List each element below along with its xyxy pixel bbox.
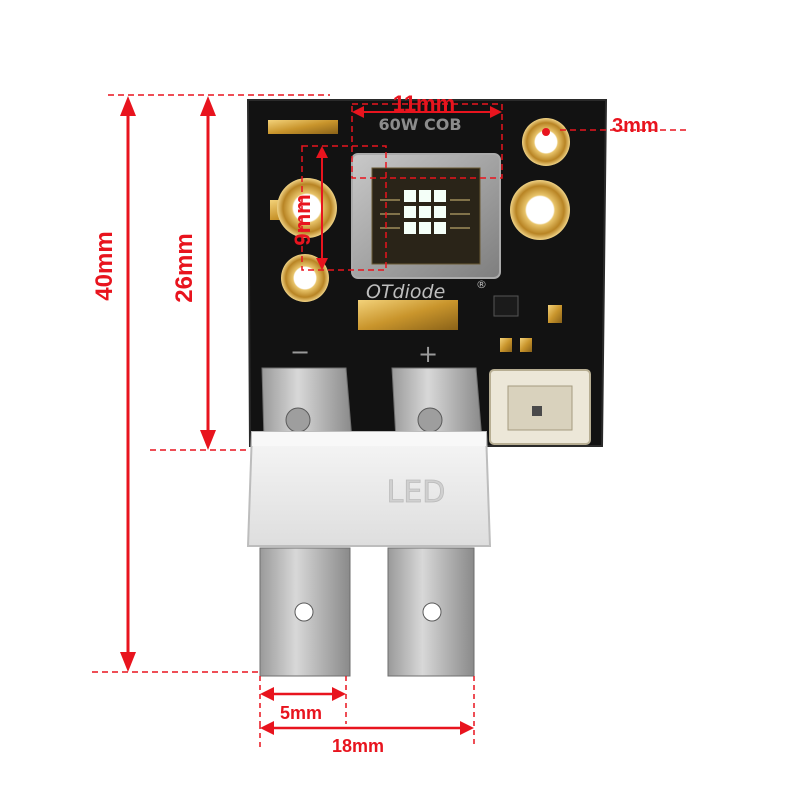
dim-label-18mm: 18mm — [332, 736, 384, 756]
spade-tab-left — [259, 547, 351, 677]
dim-label-3mm: 3mm — [612, 115, 659, 137]
gold-pad — [358, 300, 458, 330]
mounting-hole-center — [294, 267, 316, 289]
minus-polarity-mark: − — [290, 338, 310, 366]
spade-tab-right — [387, 547, 475, 677]
mounting-hole-center — [527, 197, 553, 223]
gold-pad — [268, 120, 338, 134]
dim-label-9mm: 9mm — [290, 194, 315, 245]
two-pin-connector — [489, 369, 591, 445]
registered-mark: ® — [476, 278, 487, 291]
plus-polarity-mark: + — [418, 340, 438, 368]
white-connector-block: LED — [246, 431, 492, 547]
led-emitter — [419, 206, 431, 218]
dim-label-26mm: 26mm — [171, 233, 198, 302]
gold-pad — [520, 338, 532, 352]
led-emitter — [419, 222, 431, 234]
cob-led — [351, 153, 501, 279]
dimension-annotations — [92, 94, 688, 748]
terminal-right-top — [391, 367, 483, 441]
chip-silk-label: 60W COB — [378, 115, 461, 134]
led-emitter-array — [404, 190, 446, 234]
dim-label-11mm: 11mm — [393, 91, 455, 116]
gold-pad — [500, 338, 512, 352]
dim-label-40mm: 40mm — [91, 231, 118, 300]
led-emitter — [434, 222, 446, 234]
gold-pad — [548, 305, 562, 323]
mounting-hole-center — [537, 133, 555, 151]
led-emitter — [404, 190, 416, 202]
led-emitter — [404, 206, 416, 218]
led-emitter — [434, 206, 446, 218]
smd-resistor — [493, 295, 519, 317]
dim-label-5mm: 5mm — [280, 703, 322, 723]
brand-logo-text: OTdiode — [366, 281, 445, 303]
connector-led-label: LED — [387, 475, 446, 510]
led-emitter — [419, 190, 431, 202]
terminal-left-top — [261, 367, 353, 441]
led-emitter — [434, 190, 446, 202]
led-emitter — [404, 222, 416, 234]
mounting-hole-center — [294, 195, 320, 221]
